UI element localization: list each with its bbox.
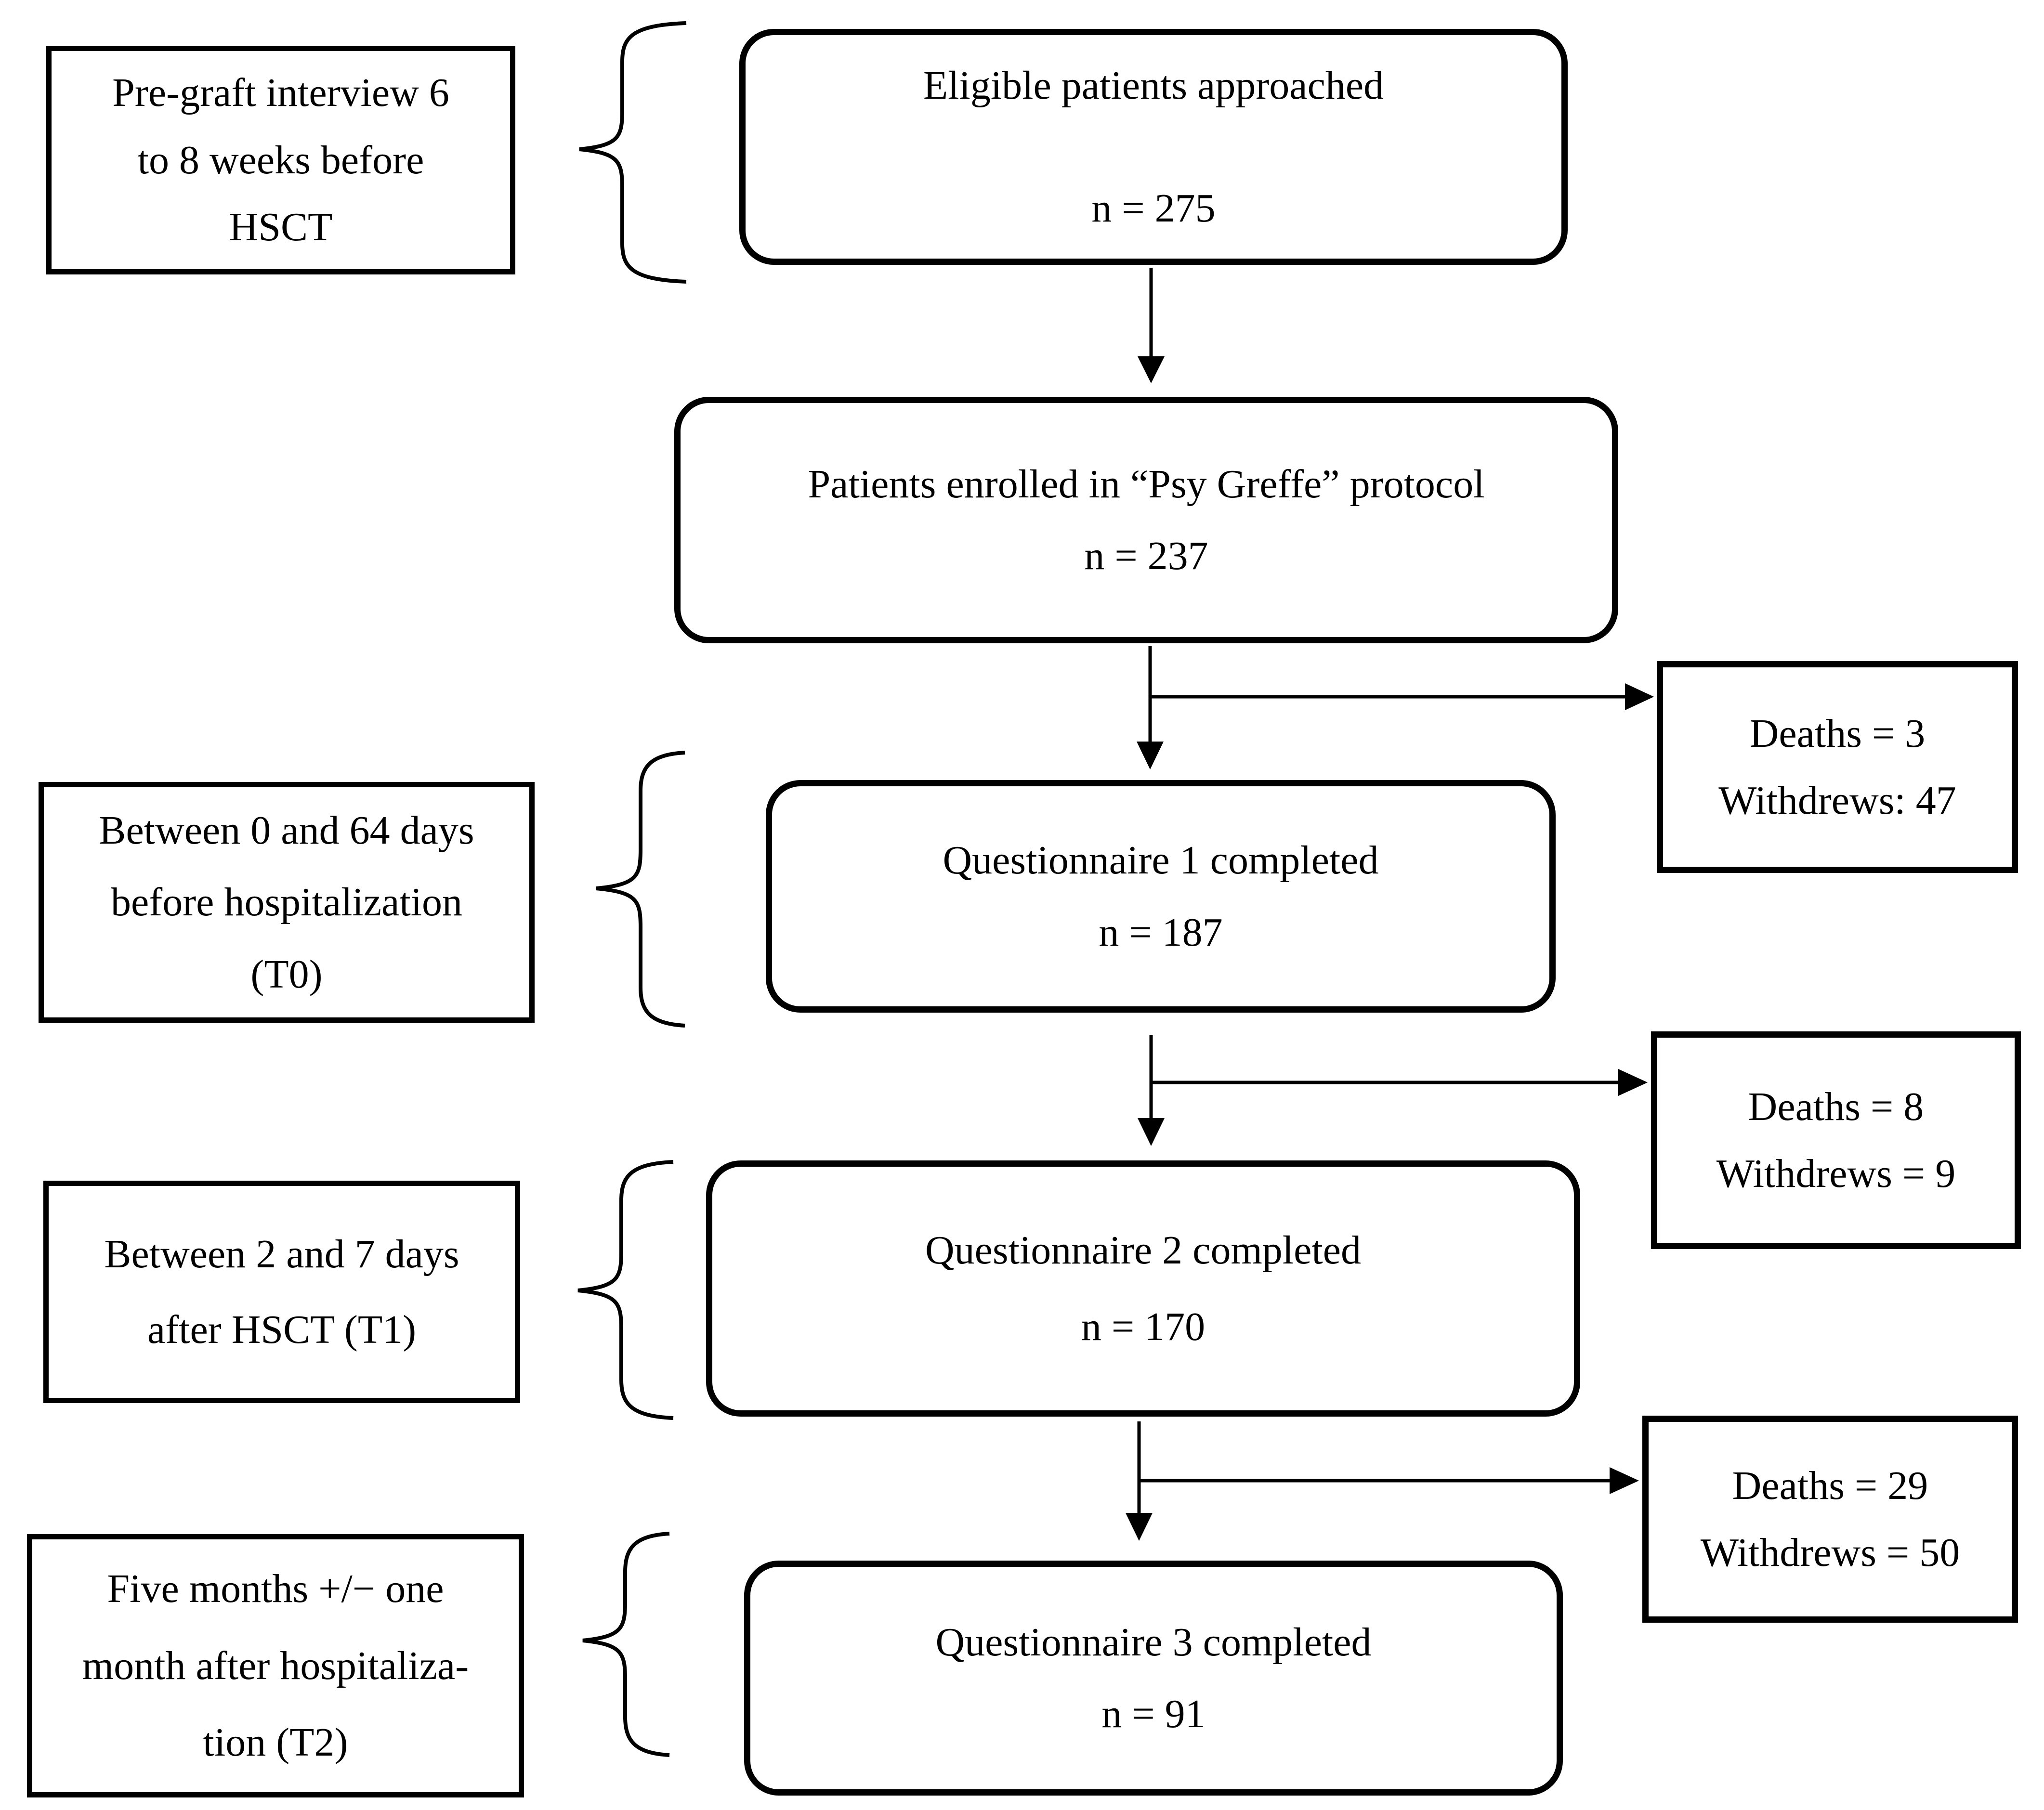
down-arrow-icon	[1137, 742, 1164, 769]
right-arrow-icon	[1618, 1069, 1648, 1096]
attrition-line: Deaths = 29	[1732, 1463, 1928, 1508]
curly-brace-icon	[579, 21, 687, 284]
curly-brace-icon	[577, 1160, 674, 1420]
attrition-box-3: Deaths = 29 Withdrews = 50	[1642, 1416, 2018, 1623]
box-title: Eligible patients approached	[923, 63, 1384, 108]
label-line: month after hospitaliza-	[82, 1643, 469, 1688]
box-title: Patients enrolled in “Psy Greffe” protoc…	[808, 461, 1485, 507]
label-line: tion (T2)	[203, 1720, 348, 1765]
label-line: Between 0 and 64 days	[99, 807, 474, 853]
time-label-t2: Five months +/− one month after hospital…	[27, 1534, 524, 1797]
attrition-line: Deaths = 3	[1749, 711, 1926, 756]
box-questionnaire-2: Questionnaire 2 completed n = 170	[706, 1160, 1580, 1417]
time-label-t0: Between 0 and 64 days before hospitaliza…	[39, 782, 535, 1023]
label-line: HSCT	[229, 205, 333, 250]
attrition-line: Withdrews = 50	[1700, 1530, 1960, 1575]
box-count: n = 237	[1084, 534, 1208, 578]
box-title: Questionnaire 2 completed	[925, 1227, 1362, 1273]
down-arrow-icon	[1138, 356, 1165, 383]
box-title: Questionnaire 1 completed	[943, 838, 1379, 883]
right-arrow-icon	[1625, 683, 1654, 710]
attrition-line: Deaths = 8	[1748, 1084, 1924, 1129]
attrition-box-2: Deaths = 8 Withdrews = 9	[1651, 1031, 2021, 1249]
time-label-t1: Between 2 and 7 days after HSCT (T1)	[43, 1181, 520, 1403]
box-questionnaire-1: Questionnaire 1 completed n = 187	[766, 780, 1556, 1013]
label-line: Between 2 and 7 days	[104, 1231, 459, 1276]
curly-brace-icon	[596, 751, 685, 1028]
label-line: Pre-graft interview 6	[112, 70, 449, 116]
label-line: Five months +/− one	[107, 1566, 444, 1612]
box-enrolled-patients: Patients enrolled in “Psy Greffe” protoc…	[674, 397, 1618, 643]
box-count: n = 275	[1091, 185, 1216, 231]
attrition-line: Withdrews = 9	[1716, 1151, 1956, 1196]
box-count: n = 91	[1101, 1692, 1205, 1736]
label-line: to 8 weeks before	[137, 137, 424, 182]
down-arrow-icon	[1138, 1118, 1165, 1146]
down-arrow-icon	[1126, 1513, 1153, 1541]
label-line: (T0)	[250, 951, 323, 997]
label-line: after HSCT (T1)	[147, 1307, 417, 1352]
time-label-pregraft: Pre-graft interview 6 to 8 weeks before …	[46, 46, 515, 274]
right-arrow-icon	[1610, 1467, 1639, 1494]
box-questionnaire-3: Questionnaire 3 completed n = 91	[744, 1561, 1563, 1796]
box-eligible-patients: Eligible patients approached n = 275	[739, 29, 1568, 265]
attrition-box-1: Deaths = 3 Withdrews: 47	[1657, 661, 2018, 873]
box-count: n = 170	[1081, 1304, 1205, 1349]
curly-brace-icon	[582, 1532, 670, 1757]
box-title: Questionnaire 3 completed	[935, 1619, 1372, 1665]
box-count: n = 187	[1099, 910, 1223, 955]
label-line: before hospitalization	[110, 880, 463, 925]
attrition-line: Withdrews: 47	[1718, 778, 1956, 823]
